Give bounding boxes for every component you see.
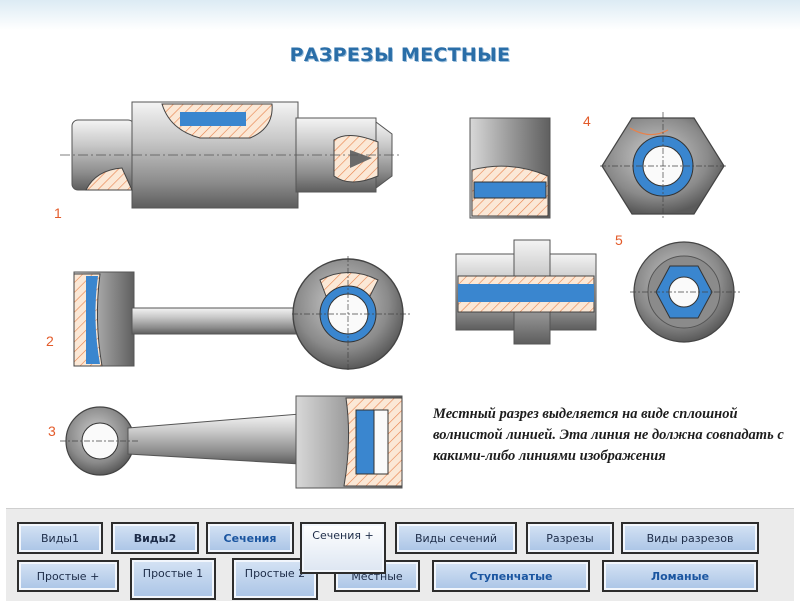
- nav-button-vidy2[interactable]: Виды2: [111, 522, 199, 554]
- figure-number-4: 4: [583, 113, 591, 129]
- figure-1-shaft: [60, 101, 400, 209]
- figure-number-2: 2: [46, 333, 54, 349]
- figure-3-lever: [60, 395, 403, 489]
- nav-button-prostye-1[interactable]: Простые 1: [130, 558, 216, 600]
- nav-button-vidy-secheniy[interactable]: Виды сечений: [395, 522, 517, 554]
- figure-2-rod: [73, 256, 410, 372]
- top-gradient-band: [0, 0, 800, 30]
- nav-button-secheniya[interactable]: Сечения: [206, 522, 294, 554]
- nav-button-vidy-razrezov[interactable]: Виды разрезов: [621, 522, 759, 554]
- figure-4-nut: [469, 112, 728, 220]
- figure-number-5: 5: [615, 232, 623, 248]
- page-title: РАЗРЕЗЫ МЕСТНЫЕ: [289, 44, 511, 66]
- nav-button-lomanye[interactable]: Ломаные: [602, 560, 758, 592]
- figure-number-1: 1: [54, 205, 62, 221]
- nav-button-secheniya-plus[interactable]: Сечения +: [300, 522, 386, 574]
- nav-button-stupenchatye[interactable]: Ступенчатые: [432, 560, 590, 592]
- nav-button-razrezy[interactable]: Разрезы: [526, 522, 614, 554]
- nav-button-prostye-plus[interactable]: Простые +: [17, 560, 119, 592]
- description-text: Местный разрез выделяется на виде сплошн…: [433, 406, 784, 464]
- nav-button-vidy1[interactable]: Виды1: [17, 522, 103, 554]
- figure-5-coupling: [455, 239, 740, 345]
- figure-number-3: 3: [48, 423, 56, 439]
